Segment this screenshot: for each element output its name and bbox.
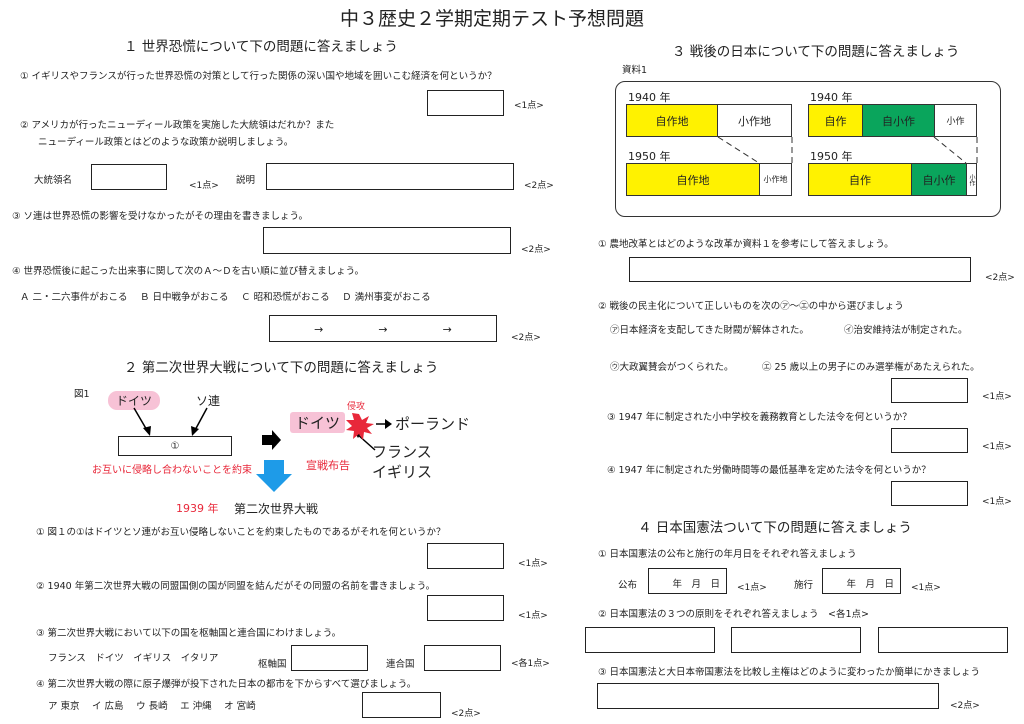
s3-q3-text: ③ 1947 年に制定された小中学校を義務教育とした法令を何というか？ <box>607 412 912 423</box>
chart-left-1950-owner: 自作地 <box>626 163 760 196</box>
axis-answer-box[interactable] <box>291 645 368 671</box>
section1-heading: １ 世界恐慌について下の問題に答えましょう <box>124 39 398 55</box>
s1-q3-answer-box[interactable] <box>263 227 511 254</box>
s1-q3-text: ③ ソ連は世界恐慌の影響を受けなかったがその理由を書きましょう。 <box>12 211 308 222</box>
s1-q2-text-line2: ニューディール政策とはどのような政策か説明しましょう。 <box>38 137 294 148</box>
s1-q4-answer-box[interactable]: → → → <box>269 315 497 342</box>
chart-left-1940-tenant: 小作地 <box>717 104 792 137</box>
explain-points: <2点> <box>524 181 554 191</box>
s1-q2-text-line1: ② アメリカが行ったニューディール政策を実施した大統領はだれか？また <box>20 120 335 131</box>
s2-q4-text: ④ 第二次世界大戦の際に原子爆弾が投下された日本の都市を下からすべて選びましょう… <box>36 679 417 690</box>
chart-right-1950-self: 自作 <box>808 163 912 196</box>
s2-q3-points: <各1点> <box>511 659 550 669</box>
s1-q4-text: ④ 世界恐慌後に起こった出来事に関して次のＡ～Ｄを古い順に並び替えましょう。 <box>12 266 365 277</box>
s3-q2-option-c: ㋒大政翼賛会がつくられた。 <box>610 362 734 373</box>
enforcement-date-box[interactable]: 年 月 日 <box>822 568 901 594</box>
fig-pact-note: お互いに侵略し合わないことを約束 <box>92 465 252 476</box>
chart-right-1950-tenant: 小作 <box>966 163 977 196</box>
s4-q3-answer-box[interactable] <box>597 683 939 709</box>
s1-q4-options: Ａ 二・二六事件がおこる Ｂ 日中戦争がおこる Ｃ 昭和恐慌がおこる Ｄ 満州事… <box>20 292 431 303</box>
s3-q2-option-b: ㋑治安維持法が制定された。 <box>844 325 968 336</box>
s3-q2-option-d: ㋓ 25 歳以上の男子にのみ選挙権があたえられた。 <box>762 362 980 373</box>
promulgation-label: 公布 <box>618 580 638 591</box>
fig-france-label: フランス <box>372 443 432 461</box>
chart-right-1940-self: 自作 <box>808 104 863 137</box>
allies-label: 連合国 <box>386 659 415 670</box>
s4-q3-points: <2点> <box>950 701 980 711</box>
chart-left-1950-label: 1950 年 <box>628 150 671 163</box>
fig-declaration-label: 宣戦布告 <box>306 459 350 472</box>
s2-q1-answer-box[interactable] <box>427 543 504 569</box>
chart-right-1940-self-tenant: 自小作 <box>862 104 935 137</box>
s2-q4-options: ア 東京 イ 広島 ウ 長崎 エ 沖縄 オ 宮崎 <box>48 701 256 712</box>
allies-answer-box[interactable] <box>424 645 501 671</box>
principle2-answer-box[interactable] <box>731 627 861 653</box>
chart-right-1940-label: 1940 年 <box>810 91 853 104</box>
fig-britain-label: イギリス <box>372 463 433 481</box>
explain-answer-box[interactable] <box>266 163 514 190</box>
promulgation-points: <1点> <box>737 583 767 593</box>
chart-right-1950-label: 1950 年 <box>810 150 853 163</box>
s3-q3-points: <1点> <box>982 442 1012 452</box>
enforcement-points: <1点> <box>911 583 941 593</box>
s3-q2-points: <1点> <box>982 392 1012 402</box>
chart-left-1950-tenant: 小作地 <box>759 163 792 196</box>
president-label: 大統領名 <box>34 175 73 186</box>
s2-q1-points: <1点> <box>518 559 548 569</box>
s3-q3-answer-box[interactable] <box>891 428 968 453</box>
s3-q2-text: ② 戦後の民主化について正しいものを次の㋐～㋓の中から選びましょう <box>598 301 904 312</box>
s2-q2-points: <1点> <box>518 611 548 621</box>
president-answer-box[interactable] <box>91 164 167 190</box>
s3-q2-answer-box[interactable] <box>891 378 968 403</box>
s1-q1-answer-box[interactable] <box>427 90 504 116</box>
source1-label: 資料1 <box>622 65 648 76</box>
s2-q1-text: ① 図１の①はドイツとソ連がお互い侵略しないことを約束したものであるがそれを何と… <box>36 527 446 538</box>
s2-q2-answer-box[interactable] <box>427 595 504 621</box>
s2-q3-countries: フランス ドイツ イギリス イタリア <box>48 653 219 664</box>
s3-q4-answer-box[interactable] <box>891 481 968 506</box>
section4-heading: ４ 日本国憲法ついて下の問題に答えましょう <box>638 520 912 536</box>
fig-pact-box: ① <box>118 436 232 456</box>
s3-q1-points: <2点> <box>985 273 1015 283</box>
fig-invasion-label: 侵攻 <box>347 402 366 412</box>
s3-q4-points: <1点> <box>982 497 1012 507</box>
promulgation-date-box[interactable]: 年 月 日 <box>648 568 727 594</box>
s2-q3-text: ③ 第二次世界大戦において以下の国を枢軸国と連合国にわけましょう。 <box>36 628 342 639</box>
section3-heading: ３ 戦後の日本について下の問題に答えましょう <box>672 44 960 60</box>
figure1-label: 図1 <box>74 389 90 400</box>
fig-war-label: 第二次世界大戦 <box>234 502 319 516</box>
s1-q1-text: ① イギリスやフランスが行った世界恐慌の対策として行った関係の深い国や地域を囲い… <box>20 71 497 82</box>
s2-q4-points: <2点> <box>451 709 481 719</box>
chart-left-1940-label: 1940 年 <box>628 91 671 104</box>
fig-germany-tag: ドイツ <box>108 391 161 410</box>
principle3-answer-box[interactable] <box>878 627 1008 653</box>
s3-q4-text: ④ 1947 年に制定された労働時間等の最低基準を定めた法令を何というか？ <box>607 465 931 476</box>
section2-heading: ２ 第二次世界大戦について下の問題に答えましょう <box>124 360 439 376</box>
s1-q1-points: <1点> <box>514 101 544 111</box>
s1-q3-points: <2点> <box>521 245 551 255</box>
fig-poland-label: ポーランド <box>395 415 471 433</box>
fig-year-label: 1939 年 <box>176 502 219 515</box>
s3-q2-option-a: ㋐日本経済を支配してきた財閥が解体された。 <box>610 325 809 336</box>
principle1-answer-box[interactable] <box>585 627 715 653</box>
enforcement-label: 施行 <box>794 580 814 591</box>
president-points: <1点> <box>189 181 219 191</box>
explain-label: 説明 <box>236 175 256 186</box>
s3-q1-text: ① 農地改革とはどのような改革か資料１を参考にして答えましょう。 <box>598 239 894 250</box>
s2-q4-answer-box[interactable] <box>362 692 441 718</box>
s4-q2-text: ② 日本国憲法の３つの原則をそれぞれ答えましょう <各1点> <box>598 609 870 620</box>
s1-q4-points: <2点> <box>511 333 541 343</box>
s2-q2-text: ② 1940 年第二次世界大戦の同盟国側の国が同盟を結んだがその同盟の名前を書き… <box>36 581 436 592</box>
chart-right-1950-self-tenant: 自小作 <box>911 163 967 196</box>
axis-label: 枢軸国 <box>258 659 287 670</box>
s4-q1-text: ① 日本国憲法の公布と施行の年月日をそれぞれ答えましょう <box>598 549 857 560</box>
s3-q1-answer-box[interactable] <box>629 257 971 282</box>
page-title: 中３歴史２学期定期テスト予想問題 <box>340 8 645 30</box>
fig-germany2-tag: ドイツ <box>290 412 346 433</box>
s4-q3-text: ③ 日本国憲法と大日本帝国憲法を比較し主権はどのように変わったか簡単にかきましょ… <box>598 667 981 678</box>
chart-right-1940-tenant: 小作 <box>934 104 977 137</box>
fig-ussr-label: ソ連 <box>196 394 221 408</box>
